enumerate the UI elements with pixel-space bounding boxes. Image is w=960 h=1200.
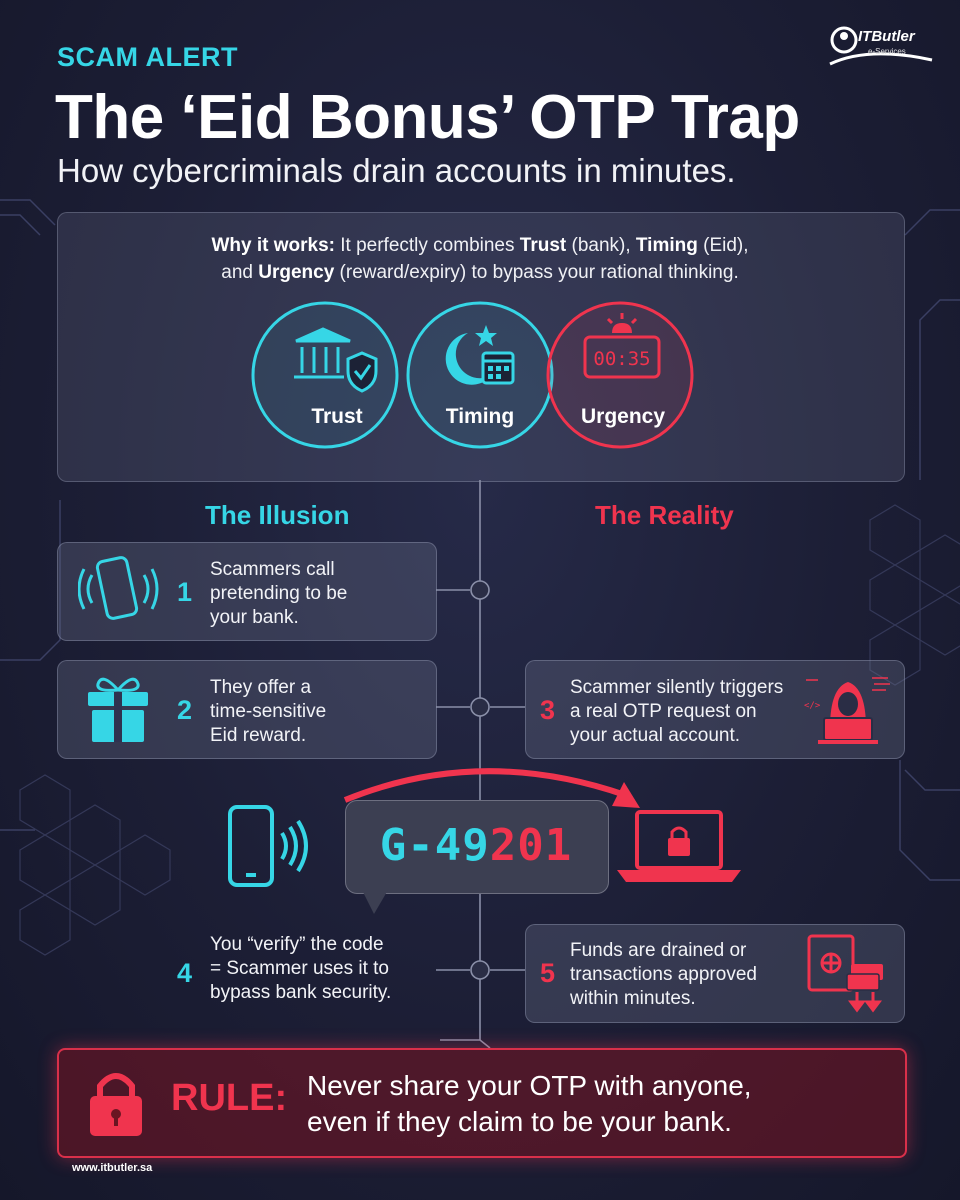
step-4-line-1: You “verify” the code [210,934,384,955]
rule-label: RULE: [171,1077,288,1119]
step-2-line-3: Eid reward. [210,725,307,746]
step-5-line-2: transactions approved [570,964,757,985]
step-2-number: 2 [177,695,193,725]
otp-bubble-tail [362,890,388,914]
step-3-number: 3 [540,695,556,725]
why-text-3: (Eid), [697,235,749,256]
otp-code-part-b: 201 [489,820,573,871]
rule-line-2: even if they claim to be your bank. [307,1106,732,1137]
keyword-urgency: Urgency [258,262,335,283]
rule-line-1: Never share your OTP with anyone, [307,1070,752,1101]
phone-icon [228,805,308,887]
step-2-text: They offer a time-sensitive Eid reward. [210,676,326,748]
otp-code-part-a: G-49 [379,820,490,871]
illusion-heading: The Illusion [205,500,350,530]
rule-box [57,1048,907,1158]
kicker-label: SCAM ALERT [57,42,238,72]
keyword-timing: Timing [635,235,698,256]
step-5-text: Funds are drained or transactions approv… [570,939,757,1011]
itbutler-logo [829,26,933,66]
clock-readout: 00:35 [593,348,650,370]
step-1-line-1: Scammers call [210,559,335,580]
step-1-number: 1 [177,577,193,607]
trust-label: Trust [311,405,363,428]
step-1-line-2: pretending to be [210,583,348,604]
step-4-number: 4 [177,958,193,988]
step-5-line-1: Funds are drained or [570,940,747,961]
page-subtitle: How cybercriminals drain accounts in min… [57,152,736,189]
rule-text: Never share your OTP with anyone, even i… [307,1068,752,1140]
keyword-trust: Trust [519,235,567,256]
hacker-laptop-icon: </> [804,677,890,744]
urgency-label: Urgency [580,405,666,428]
otp-code: G-49201 [345,820,607,871]
page-title: The ‘Eid Bonus’ OTP Trap [55,83,800,152]
why-it-works-panel [57,212,905,482]
why-text-1: It perfectly combines [334,235,520,256]
why-it-works-text: Why it works: It perfectly combines Trus… [60,232,900,286]
otp-arrow [343,768,626,803]
urgency-circle [546,301,694,449]
step-2-line-2: time-sensitive [210,701,327,722]
venn-diagram: 00:35 [251,301,694,449]
logo-subtitle: e-Services [868,47,906,56]
step-5-line-3: within minutes. [570,988,696,1009]
why-text-5: (reward/expiry) to bypass your rational … [334,262,739,283]
trust-circle [251,301,399,449]
step-3-text: Scammer silently triggers a real OTP req… [570,676,783,748]
timing-circle [406,301,554,449]
phone-ringing-icon [78,556,159,620]
step-3-line-3: your actual account. [570,725,741,746]
step-1-line-3: your bank. [210,607,299,628]
alarm-clock-icon: 00:35 [583,313,661,379]
bank-shield-icon [294,327,378,393]
vault-money-icon [807,934,883,1013]
step-5-card [525,924,905,1023]
why-text-4: and [221,262,259,283]
why-text-2: (bank), [566,235,636,256]
step-4-line-3: bypass bank security. [210,982,392,1003]
locked-laptop-icon [617,810,741,882]
logo-name: ITButler [858,28,915,45]
step-3-line-2: a real OTP request on [570,701,757,722]
why-lead: Why it works: [211,235,335,256]
reality-heading: The Reality [595,500,734,530]
padlock-icon [90,1073,142,1136]
timing-label: Timing [445,405,515,428]
otp-bubble [345,800,609,894]
step-4-text: You “verify” the code = Scammer uses it … [210,933,391,1005]
gift-icon [88,677,148,742]
step-1-text: Scammers call pretending to be your bank… [210,558,347,630]
step-2-line-1: They offer a [210,677,312,698]
step-4-line-2: = Scammer uses it to [210,958,389,979]
footer-url: www.itbutler.sa [72,1162,153,1174]
svg-text:</>: </> [804,701,821,711]
crescent-calendar-icon [445,325,515,385]
step-3-line-1: Scammer silently triggers [570,677,784,698]
step-5-number: 5 [540,958,556,988]
